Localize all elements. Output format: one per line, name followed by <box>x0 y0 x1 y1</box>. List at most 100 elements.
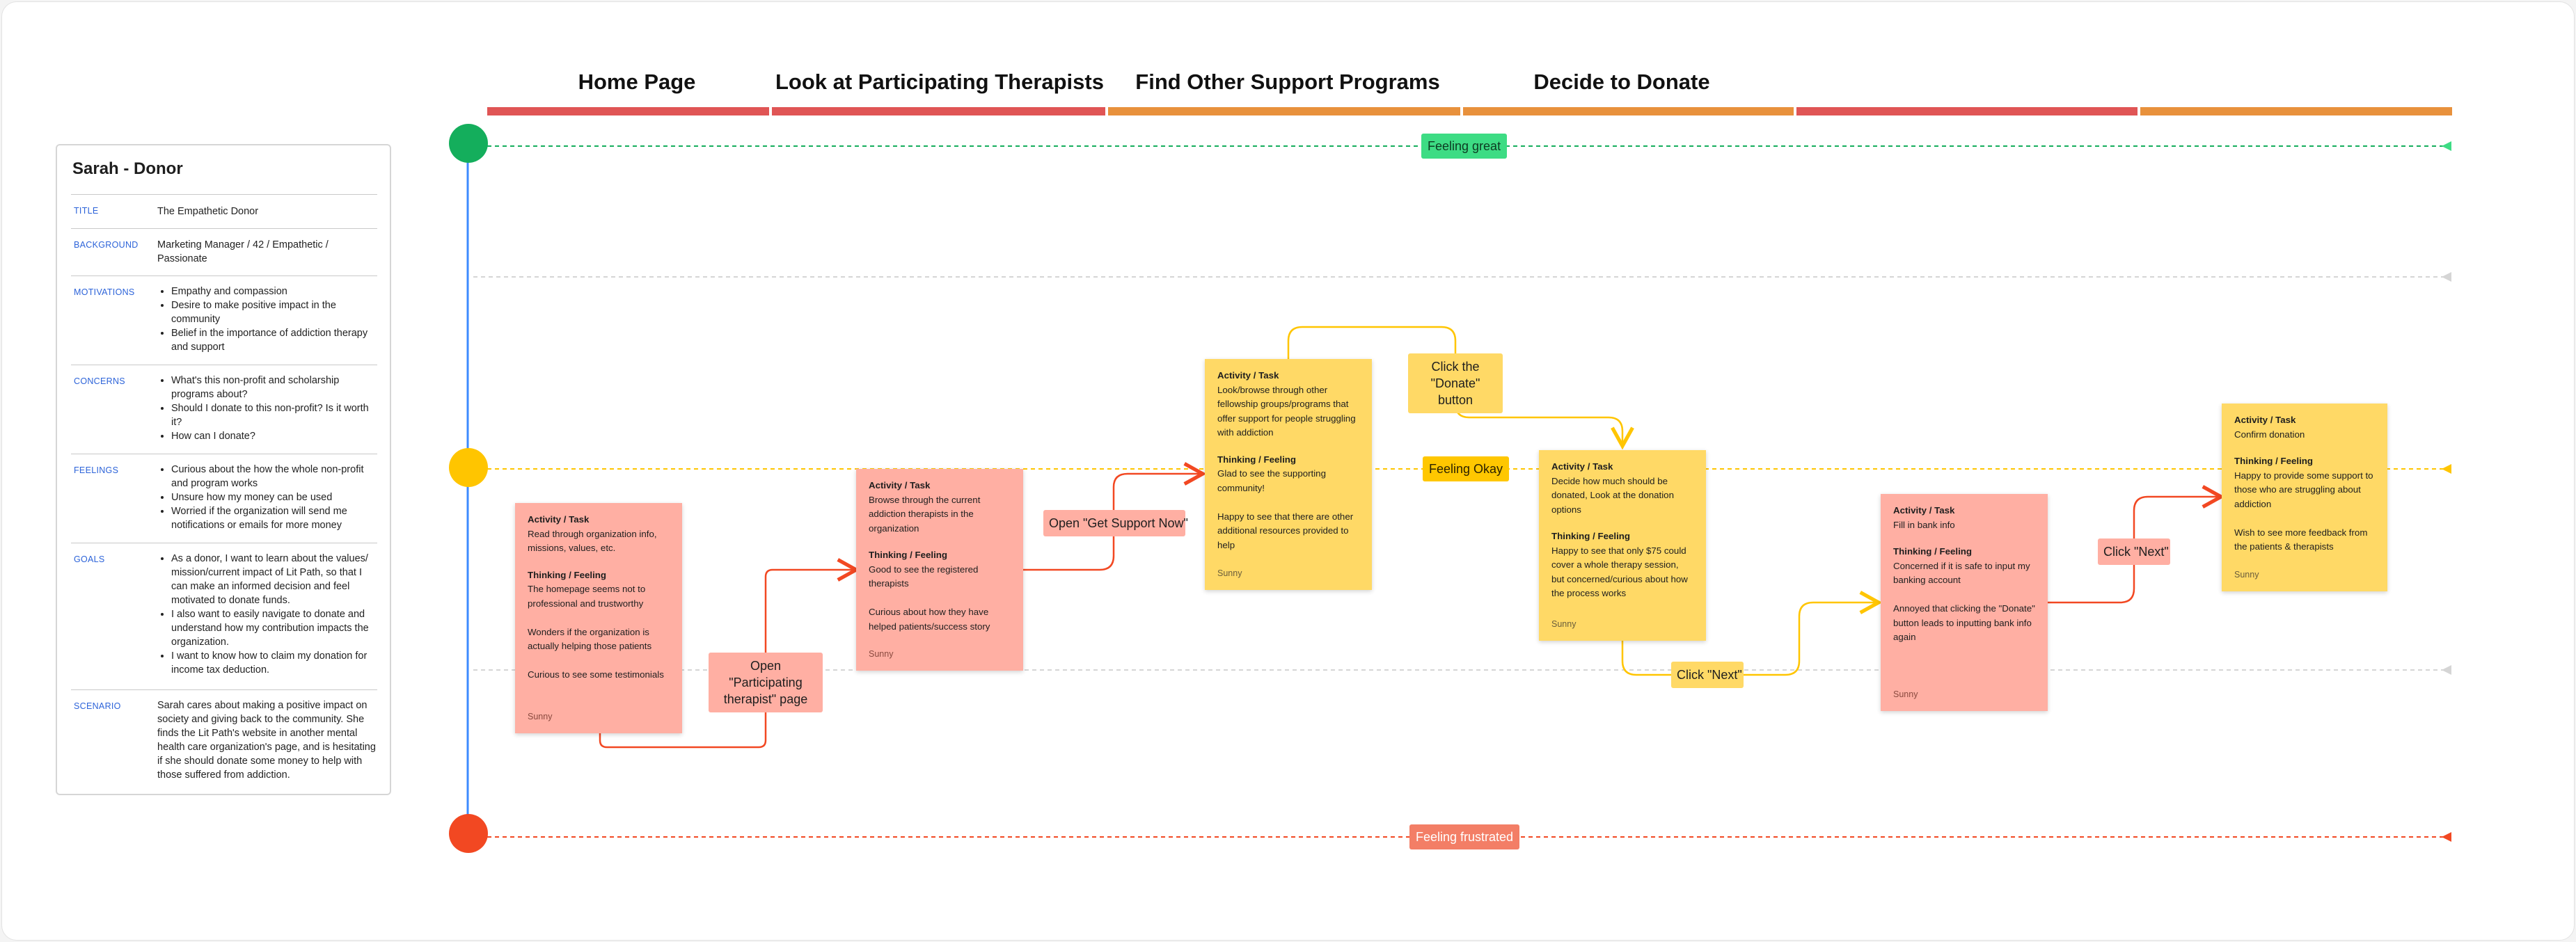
persona-row-background: BACKGROUND Marketing Manager / 42 / Empa… <box>71 228 377 276</box>
persona-val-motivations: Empathy and compassion Desire to make po… <box>157 285 377 354</box>
note-body-activity: Browse through the current addiction the… <box>869 494 981 534</box>
persona-val-background: Marketing Manager / 42 / Empathetic / Pa… <box>157 239 329 264</box>
persona-row-goals: GOALS As a donor, I want to learn about … <box>71 543 377 681</box>
persona-card: Sarah - Donor TITLE The Empathetic Donor… <box>56 144 391 795</box>
stage-bar-5 <box>1796 107 2138 115</box>
note-head-activity: Activity / Task <box>869 480 931 490</box>
persona-key-concerns: CONCERNS <box>74 376 125 386</box>
stage-bar-1 <box>487 107 769 115</box>
persona-val-feelings: Curious about the how the whole non-prof… <box>157 463 377 532</box>
persona-key-background: BACKGROUND <box>74 240 139 250</box>
connector-line-1 <box>599 558 860 749</box>
lane-great-end <box>2442 141 2451 151</box>
persona-val-scenario: Sarah cares about making a positive impa… <box>157 700 376 781</box>
note-body-activity: Decide how much should be donated, Look … <box>1551 475 1674 515</box>
stage-title-donate: Decide to Donate <box>1533 70 1710 94</box>
stage-bar-4 <box>1463 107 1794 115</box>
sticky-note-bank-info[interactable]: Activity / Task Fill in bank info Thinki… <box>1881 494 2048 711</box>
sticky-note-home[interactable]: Activity / Task Read through organizatio… <box>515 503 682 733</box>
feeling-frustrated-marker <box>449 814 488 853</box>
persona-row-feelings: FEELINGS Curious about the how the whole… <box>71 454 377 543</box>
note-body-thinking: The homepage seems not to professional a… <box>528 584 664 680</box>
note-author: Sunny <box>1551 618 1577 629</box>
feeling-great-label: Feeling great <box>1421 134 1508 159</box>
motivation-item: Belief in the importance of addiction th… <box>171 326 377 354</box>
motivation-item: Desire to make positive impact in the co… <box>171 298 377 326</box>
note-body-thinking: Happy to provide some support to those w… <box>2234 470 2373 552</box>
note-body-thinking: Glad to see the supporting community! Ha… <box>1217 468 1354 550</box>
goal-item: I want to know how to claim my donation … <box>171 649 377 677</box>
sticky-note-decide[interactable]: Activity / Task Decide how much should b… <box>1539 450 1706 641</box>
concern-item: Should I donate to this non-profit? Is i… <box>171 401 377 429</box>
note-body-activity: Fill in bank info <box>1893 519 1955 530</box>
note-head-activity: Activity / Task <box>1893 505 1955 516</box>
note-head-activity: Activity / Task <box>1217 370 1279 381</box>
note-head-thinking: Thinking / Feeling <box>1217 454 1297 465</box>
note-head-thinking: Thinking / Feeling <box>2234 456 2314 466</box>
goal-item: I also want to easily navigate to donate… <box>171 607 377 649</box>
connector-label-participating[interactable]: Open "Participating therapist" page <box>709 653 823 712</box>
persona-val-concerns: What's this non-profit and scholarship p… <box>157 374 377 443</box>
feeling-okay-label: Feeling Okay <box>1423 456 1510 481</box>
persona-key-motivations: MOTIVATIONS <box>74 287 135 297</box>
note-head-activity: Activity / Task <box>2234 415 2296 425</box>
note-body-activity: Read through organization info, missions… <box>528 528 657 554</box>
persona-key-title: TITLE <box>74 206 99 216</box>
connector-line-4 <box>1621 591 1883 676</box>
note-author: Sunny <box>1893 689 1918 699</box>
persona-key-goals: GOALS <box>74 554 105 564</box>
stage-title-therapists: Look at Participating Therapists <box>775 70 1104 94</box>
lane-great-minus-end <box>2442 272 2451 282</box>
note-head-activity: Activity / Task <box>1551 461 1613 472</box>
note-author: Sunny <box>869 648 894 659</box>
sticky-note-therapists[interactable]: Activity / Task Browse through the curre… <box>856 469 1023 671</box>
note-author: Sunny <box>528 711 553 721</box>
concern-item: How can I donate? <box>171 429 377 443</box>
persona-row-title: TITLE The Empathetic Donor <box>71 194 377 228</box>
persona-row-motivations: MOTIVATIONS Empathy and compassion Desir… <box>71 276 377 365</box>
persona-val-title: The Empathetic Donor <box>157 206 259 217</box>
lane-okay-minus-end <box>2442 665 2451 675</box>
stage-title-home: Home Page <box>578 70 696 94</box>
note-body-activity: Confirm donation <box>2234 429 2305 440</box>
persona-key-feelings: FEELINGS <box>74 465 119 475</box>
connector-label-support[interactable]: Open "Get Support Now" <box>1043 510 1188 536</box>
motivation-item: Empathy and compassion <box>171 285 377 298</box>
note-author: Sunny <box>2234 569 2259 580</box>
note-head-activity: Activity / Task <box>528 514 590 525</box>
connector-label-next-1[interactable]: Click "Next" <box>1671 662 1744 688</box>
note-body-thinking: Good to see the registered therapists Cu… <box>869 564 990 632</box>
connector-label-next-2[interactable]: Click "Next" <box>2098 538 2170 565</box>
persona-row-concerns: CONCERNS What's this non-profit and scho… <box>71 365 377 454</box>
feeling-item: Curious about the how the whole non-prof… <box>171 463 377 490</box>
stage-bar-2 <box>772 107 1105 115</box>
sticky-note-support[interactable]: Activity / Task Look/browse through othe… <box>1205 359 1372 590</box>
note-author: Sunny <box>1217 568 1242 578</box>
note-body-thinking: Concerned if it is safe to input my bank… <box>1893 560 2035 643</box>
note-body-thinking: Happy to see that only $75 could cover a… <box>1551 545 1688 599</box>
feeling-great-marker <box>449 124 488 163</box>
lane-frustrated-end <box>2442 832 2451 842</box>
stage-bar-3 <box>1108 107 1460 115</box>
note-head-thinking: Thinking / Feeling <box>528 569 607 580</box>
persona-key-scenario: SCENARIO <box>74 701 121 711</box>
note-head-thinking: Thinking / Feeling <box>1893 546 1973 557</box>
concern-item: What's this non-profit and scholarship p… <box>171 374 377 401</box>
feeling-item: Unsure how my money can be used <box>171 490 377 504</box>
lane-okay-end <box>2442 464 2451 474</box>
feeling-frustrated-label: Feeling frustrated <box>1409 824 1520 849</box>
connector-label-donate[interactable]: Click the "Donate" button <box>1408 353 1503 413</box>
persona-name: Sarah - Donor <box>72 159 183 178</box>
sticky-note-confirm[interactable]: Activity / Task Confirm donation Thinkin… <box>2222 404 2387 591</box>
note-body-activity: Look/browse through other fellowship gro… <box>1217 384 1356 438</box>
goal-item: As a donor, I want to learn about the va… <box>171 552 377 607</box>
feeling-item: Worried if the organization will send me… <box>171 504 377 532</box>
stage-title-support: Find Other Support Programs <box>1135 70 1440 94</box>
persona-row-scenario: SCENARIO Sarah cares about making a posi… <box>71 689 377 788</box>
note-head-thinking: Thinking / Feeling <box>1551 531 1631 541</box>
note-head-thinking: Thinking / Feeling <box>869 550 948 560</box>
stage-bar-6 <box>2140 107 2452 115</box>
feeling-okay-marker <box>449 448 488 487</box>
persona-val-goals: As a donor, I want to learn about the va… <box>157 552 377 677</box>
